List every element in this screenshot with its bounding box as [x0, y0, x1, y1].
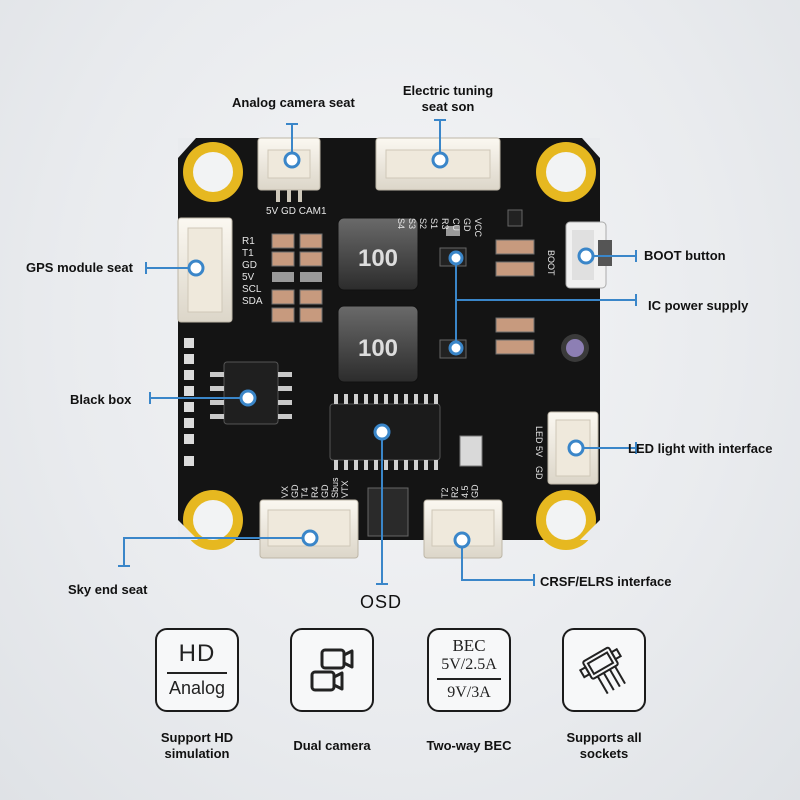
callout-electric-tuning-line2: seat son — [421, 99, 475, 114]
feature-label-bec: Two-way BEC — [404, 738, 534, 754]
rx-pin-1: R2 — [450, 486, 460, 498]
callout-ic-power-supply: IC power supply — [648, 298, 749, 313]
bec-line-9v: 9V/3A — [447, 684, 491, 701]
callout-sky-end-seat: Sky end seat — [68, 582, 148, 597]
gps-pin-5: SDA — [242, 296, 263, 307]
bec-icon: BEC 5V/2.5A 9V/3A — [427, 628, 511, 712]
socket-connector-icon — [562, 628, 646, 712]
esc-pin-1: S3 — [407, 218, 417, 229]
camera-pin-labels: 5V GD CAM1 — [266, 206, 327, 217]
bec-title: BEC — [452, 636, 486, 655]
hd-text: HD — [178, 640, 216, 667]
vtx-pin-1: GD — [290, 484, 300, 498]
callout-osd: OSD — [360, 592, 403, 612]
camera-glyph — [310, 648, 354, 692]
esc-pin-6: GD — [462, 218, 472, 232]
callout-boot-button: BOOT button — [644, 248, 726, 263]
callout-electric-tuning: Electric tuning seat son — [398, 83, 498, 115]
callout-electric-tuning-line1: Electric tuning — [402, 83, 494, 98]
feature-label-bec-line1: Two-way BEC — [426, 738, 512, 753]
feature-label-sockets-line2: sockets — [579, 746, 629, 761]
mounting-hole-bottom-right — [536, 490, 596, 550]
esc-pin-2: S2 — [418, 218, 428, 229]
boot-label: BOOT — [546, 250, 556, 276]
feature-label-camera: Dual camera — [267, 738, 397, 754]
vtx-pin-5: Sbus — [330, 477, 340, 498]
led-pin-labels: LED 5V GD — [534, 426, 544, 480]
callout-black-box: Black box — [70, 392, 132, 407]
feature-label-camera-line1: Dual camera — [293, 738, 371, 753]
esc-pin-5: CU — [451, 218, 461, 231]
led-pin-1: 5V — [534, 446, 544, 457]
vtx-pin-0: VX — [280, 486, 290, 498]
feature-label-hd-line1: Support HD — [160, 730, 234, 745]
vtx-connector — [259, 499, 359, 559]
rx-pin-2: 4.5 — [460, 485, 470, 498]
gps-pin-4: SCL — [242, 284, 262, 295]
feature-label-hd: Support HD simulation — [132, 730, 262, 762]
inductor-1-label: 100 — [358, 245, 398, 272]
socket-glyph — [578, 646, 626, 695]
mounting-hole-top-right — [536, 142, 596, 202]
bec-line-5v: 5V/2.5A — [441, 656, 497, 673]
inductor-1: 100 — [337, 217, 419, 291]
gps-connector — [177, 217, 233, 323]
callout-led-light: LED light with interface — [628, 441, 773, 456]
inductor-2: 100 — [337, 305, 419, 383]
esc-pin-3: S1 — [429, 218, 439, 229]
led-pin-2: GD — [534, 466, 544, 480]
feature-label-sockets-line1: Supports all — [566, 730, 642, 745]
flight-controller-board: 100 100 — [118, 119, 637, 586]
callout-lines — [118, 119, 637, 586]
esc-pin-7: VCC — [473, 218, 483, 238]
gps-pin-0: R1 — [242, 236, 255, 247]
mounting-hole-top-left — [183, 142, 243, 202]
esc-pin-4: R3 — [440, 218, 450, 230]
hd-divider — [167, 672, 227, 674]
callout-gps-module-seat: GPS module seat — [26, 260, 133, 275]
feature-label-hd-line2: simulation — [164, 746, 230, 761]
hd-analog-icon: HD Analog — [155, 628, 239, 712]
feature-label-sockets: Supports all sockets — [539, 730, 669, 762]
callout-analog-camera-seat: Analog camera seat — [232, 95, 355, 110]
vtx-pin-2: T4 — [300, 487, 310, 498]
gps-pin-1: T1 — [242, 248, 254, 259]
vtx-pin-3: R4 — [310, 486, 320, 498]
bec-divider — [437, 678, 501, 680]
rx-pin-3: GD — [470, 484, 480, 498]
gps-pin-2: GD — [242, 260, 257, 271]
esc-pin-0: S4 — [396, 218, 406, 229]
vtx-pin-6: VTX — [340, 480, 350, 498]
inductor-2-label: 100 — [358, 335, 398, 362]
callout-crsf-elrs: CRSF/ELRS interface — [540, 574, 672, 589]
callout-dots — [187, 151, 595, 549]
vtx-pin-4: GD — [320, 484, 330, 498]
dual-camera-icon — [290, 628, 374, 712]
gps-pin-3: 5V — [242, 272, 255, 283]
led-pin-0: LED — [534, 426, 544, 444]
analog-text: Analog — [168, 678, 226, 698]
mounting-hole-bottom-left — [183, 490, 243, 550]
rx-pin-0: T2 — [440, 487, 450, 498]
